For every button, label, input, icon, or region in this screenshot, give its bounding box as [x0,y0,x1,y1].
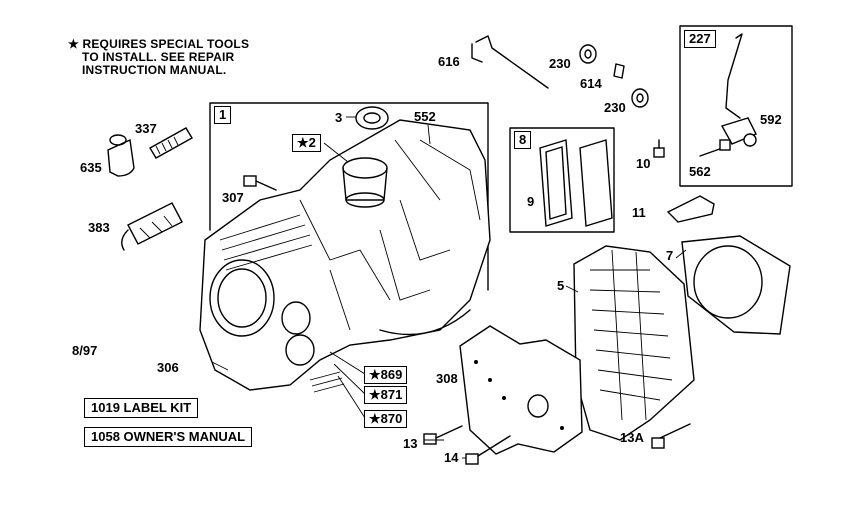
starred-part-871: ★871 [364,386,408,404]
part-383: 383 [88,220,110,235]
washers-230-illustration [579,44,649,108]
note-line-1: ★ REQUIRES SPECIAL TOOLS [68,37,250,51]
engine-block-illustration [199,119,491,393]
part-306: 306 [157,360,179,375]
elbow-635-illustration [107,134,135,177]
owners-manual-box: 1058 OWNER'S MANUAL [84,427,253,447]
note-line-2: TO INSTALL. SEE REPAIR [82,50,235,64]
bolt-13-illustration [423,425,463,445]
part-552: 552 [414,109,436,124]
part-337: 337 [135,121,157,136]
group-227-frame [679,25,793,187]
special-tools-note: ★ REQUIRES SPECIAL TOOLS TO INSTALL. SEE… [68,38,249,77]
part-592: 592 [760,112,782,127]
group-1-frame [209,102,489,291]
part-5: 5 [557,278,565,293]
clip-614-illustration [613,63,625,79]
cylinder-head-5-illustration [573,245,695,441]
head-gasket-7-illustration [681,235,791,335]
part-13a: 13A [620,430,644,445]
tube-11-illustration [666,195,715,223]
part-7: 7 [666,248,674,263]
breather-tube-383-illustration [121,202,183,251]
group-8-frame [509,127,615,233]
oil-seal-illustration [355,106,389,130]
bolt-14-illustration [465,435,511,465]
leader-lines [211,116,687,459]
note-line-3: INSTRUCTION MANUAL. [82,63,227,77]
part-14: 14 [444,450,459,465]
part-3: 3 [335,110,343,125]
baffle-308-illustration [459,325,583,455]
part-307: 307 [222,190,244,205]
part-562: 562 [689,164,711,179]
part-230-lower: 230 [604,100,626,115]
part-616: 616 [438,54,460,69]
starred-part-2: ★2 [292,134,321,152]
screw-307-illustration [243,175,277,191]
starred-part-870: ★870 [364,410,408,428]
part-13: 13 [403,436,418,451]
date-code: 8/97 [72,343,98,358]
part-614: 614 [580,76,602,91]
part-635: 635 [80,160,102,175]
part-11: 11 [632,205,646,220]
starred-part-869: ★869 [364,366,408,384]
screw-10-illustration [653,139,665,158]
label-kit-box: 1019 LABEL KIT [84,398,199,418]
part-9: 9 [527,194,535,209]
part-308: 308 [436,371,458,386]
fitting-337-illustration [149,127,193,159]
group-box-1: 1 [214,106,232,124]
group-box-8: 8 [514,131,532,149]
bolt-13a-illustration [651,423,691,449]
part-230-upper: 230 [549,56,571,71]
group-box-227: 227 [684,30,716,48]
part-10: 10 [636,156,651,171]
governor-shaft-616-illustration [471,35,549,89]
